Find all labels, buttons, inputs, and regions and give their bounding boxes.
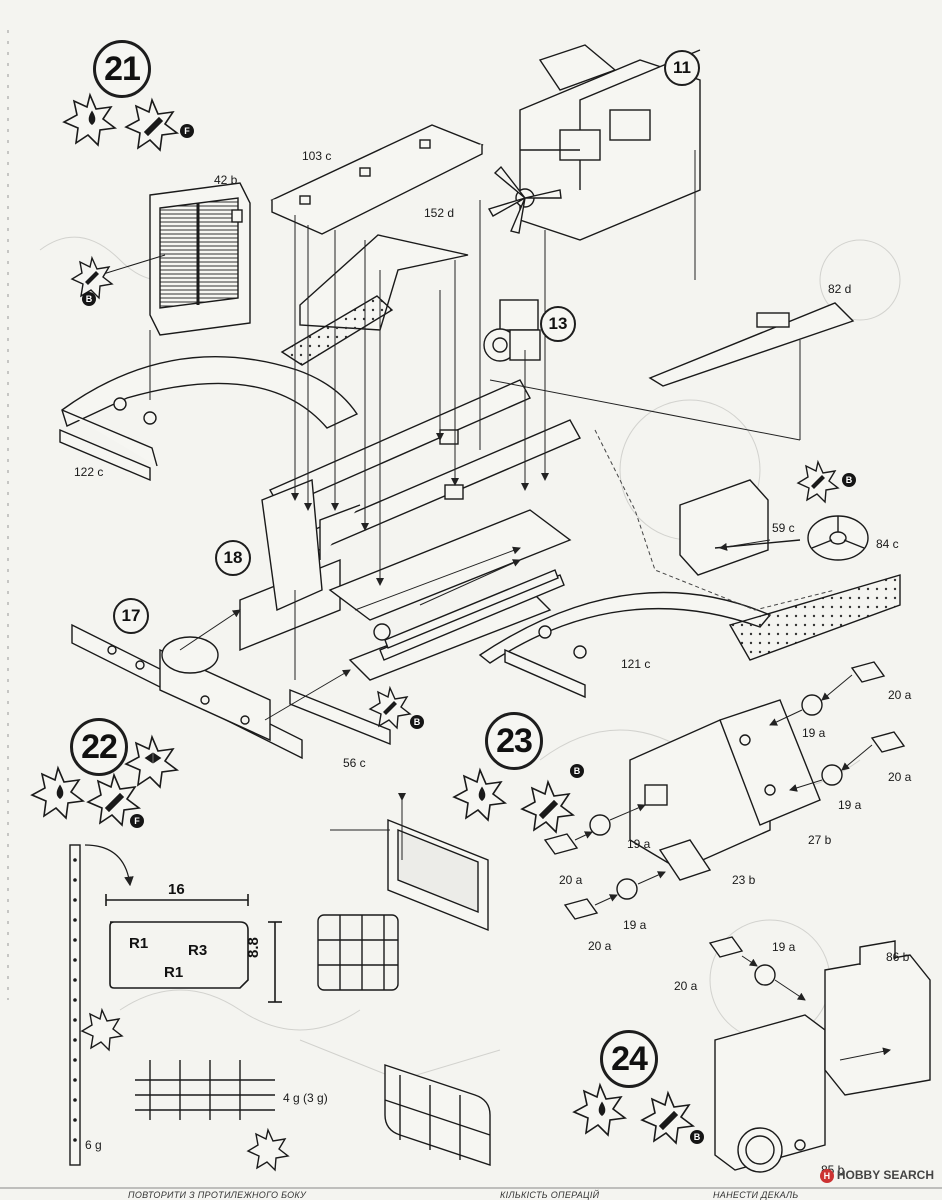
legend-apply-decal: НАНЕСТИ ДЕКАЛЬ [713, 1190, 799, 1200]
part-label: 19 a [838, 798, 862, 812]
part-label: 19 a [772, 940, 796, 954]
paint-ref-f: F [130, 814, 144, 828]
gearbox-part [629, 699, 821, 881]
paint-ref-b: B [570, 764, 584, 778]
crossmember-part [289, 688, 391, 746]
fender-right [478, 591, 772, 699]
step-number-21: 21 [93, 40, 151, 98]
paint-ref-b: B [82, 292, 96, 306]
part-label: 121 c [621, 657, 651, 671]
step-number-24: 24 [600, 1030, 658, 1088]
paint-ref-b: B [842, 473, 856, 487]
paint-star-brush-icon [368, 685, 412, 730]
leaf-spring [373, 569, 565, 661]
paint-ref-b: B [410, 715, 424, 729]
part-label: 20 a [559, 873, 583, 887]
part-label: 42 b [214, 173, 238, 187]
wire-cage-left [317, 914, 399, 991]
hobby-search-logo-icon: H [819, 1168, 834, 1183]
bracket-part [299, 234, 469, 331]
part-label: 84 c [876, 537, 899, 551]
tread-plate-right [728, 574, 901, 661]
hub-parts [589, 694, 843, 986]
radius-label: R3 [188, 942, 208, 959]
part-label: 20 a [674, 979, 698, 993]
part-label: 20 a [888, 770, 912, 784]
part-label: 20 a [888, 688, 912, 702]
steering-part [679, 479, 869, 576]
paint-star-brush-icon [124, 97, 180, 152]
subassembly-13: 13 [540, 306, 576, 342]
watermark-text: HOBBY SEARCH [836, 1168, 934, 1182]
fan-part [487, 165, 562, 234]
part-label: 19 a [627, 837, 651, 851]
part-label: 23 b [732, 873, 756, 887]
radius-label: R1 [129, 935, 149, 952]
part-label: 56 c [343, 756, 366, 770]
radiator-part [149, 182, 251, 336]
pe-strip-holes [73, 858, 77, 1142]
paint-star-drop-icon [62, 92, 118, 147]
legend-repeat-opposite-side: ПОВТОРИТИ З ПРОТИЛЕЖНОГО БОКУ [128, 1190, 307, 1200]
legend-operation-count: КІЛЬКІСТЬ ОПЕРАЦІЙ [500, 1190, 600, 1200]
wire-cage-bottom [384, 1064, 491, 1166]
part-label: 27 b [808, 833, 832, 847]
bumper-part [71, 623, 303, 760]
mesh-grid [135, 1060, 275, 1120]
subassembly-17: 17 [113, 598, 149, 634]
engine-part [519, 44, 701, 241]
paint-ref-b: B [690, 1130, 704, 1144]
template-height: 8.8 [245, 937, 262, 958]
multiple-star-icon [80, 1007, 290, 1172]
plate-part [648, 302, 855, 387]
cap-parts [543, 661, 906, 958]
board-part [270, 124, 484, 235]
part-label: 4 g (3 g) [283, 1091, 328, 1105]
compressor-part [483, 299, 541, 362]
part-label: 86 b [886, 950, 910, 964]
radius-label: R1 [164, 964, 184, 981]
paint-star-brush-icon [70, 255, 114, 300]
template-width: 16 [168, 881, 185, 898]
part-label: 6 g [85, 1138, 102, 1152]
paint-ref-f: F [180, 124, 194, 138]
part-label: 103 c [302, 149, 332, 163]
subassembly-11: 11 [664, 50, 700, 86]
part-label: 59 c [772, 521, 795, 535]
fender-left [59, 356, 359, 482]
paint-star-brush-icon [796, 459, 840, 504]
step-number-22: 22 [70, 718, 128, 776]
part-label: 122 c [74, 465, 104, 479]
part-label: 152 d [424, 206, 455, 220]
step-number-23: 23 [485, 712, 543, 770]
bodywork-part [714, 940, 931, 1173]
frame-part [387, 818, 489, 932]
subassembly-18: 18 [215, 540, 251, 576]
pe-strip [69, 844, 81, 1166]
part-label: 82 d [828, 282, 852, 296]
part-label: 20 a [588, 939, 612, 953]
part-label: 19 a [802, 726, 826, 740]
part-label: 19 a [623, 918, 647, 932]
bending-template [105, 894, 282, 1003]
